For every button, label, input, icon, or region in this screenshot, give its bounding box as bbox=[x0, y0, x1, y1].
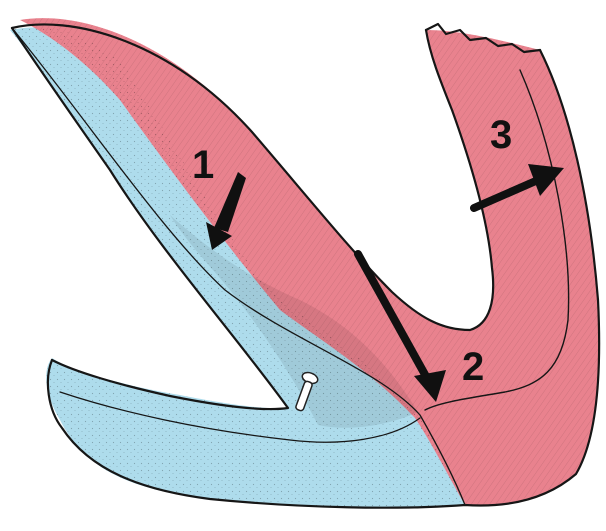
label-2: 2 bbox=[462, 345, 484, 389]
label-1: 1 bbox=[192, 143, 214, 187]
label-3: 3 bbox=[490, 113, 512, 157]
